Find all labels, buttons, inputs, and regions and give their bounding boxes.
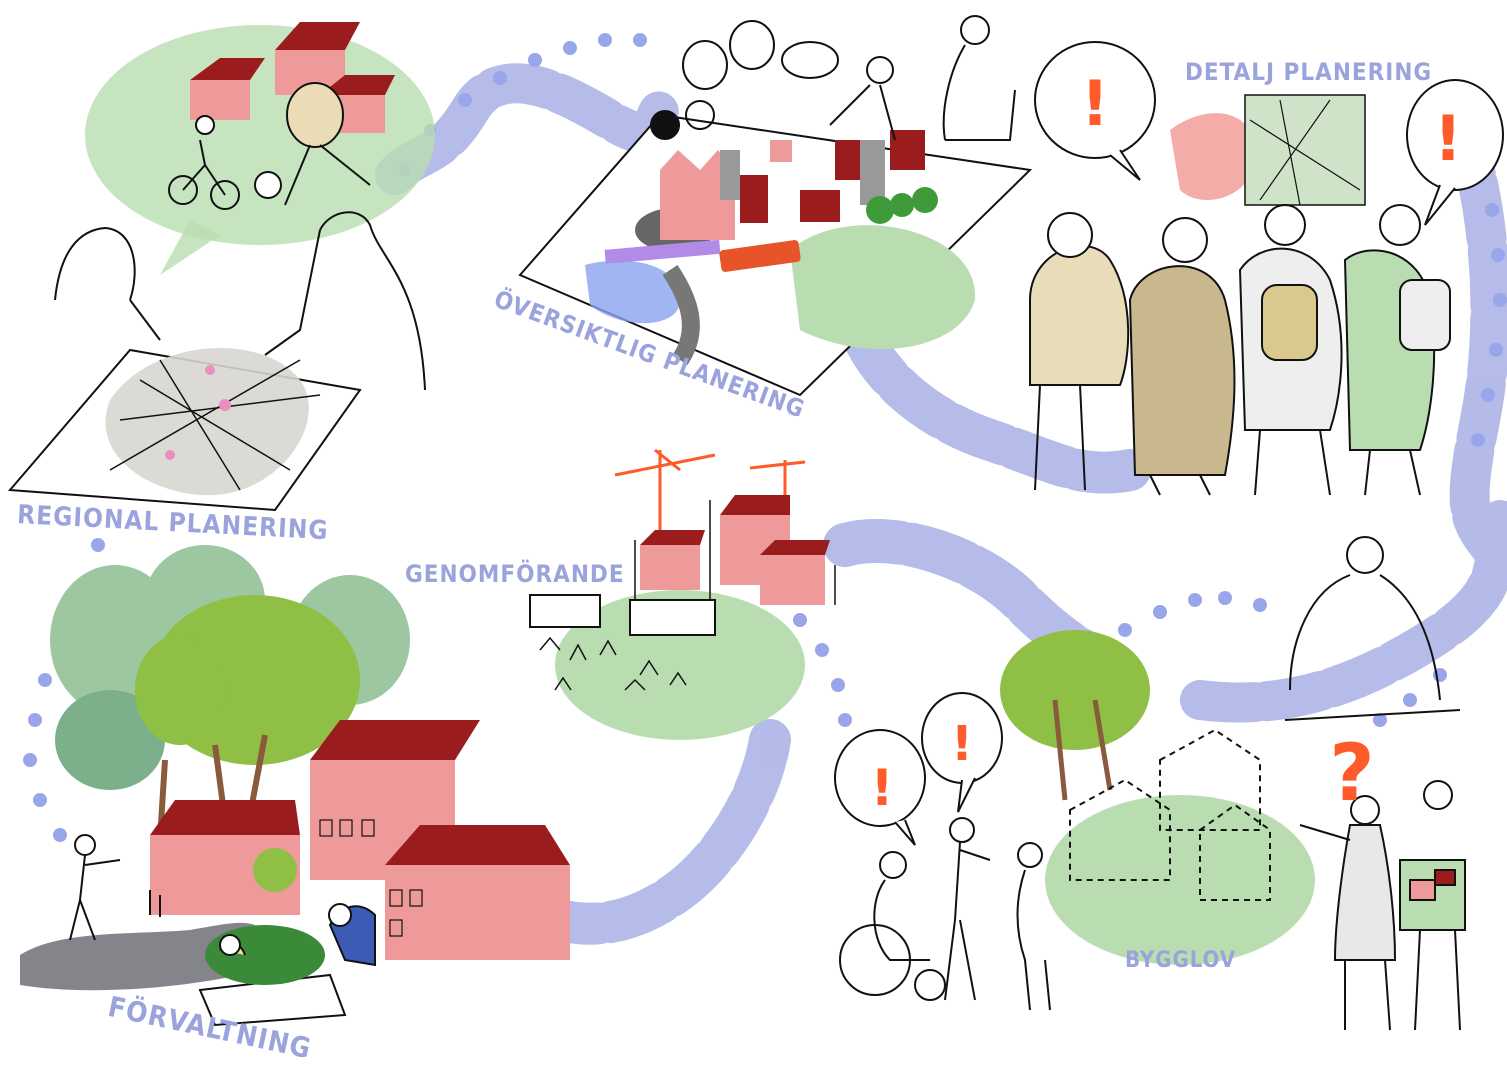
alert-bubble-left <box>834 729 926 846</box>
building-permit-scene <box>834 536 1466 1031</box>
presenters <box>1299 780 1466 1031</box>
planned-houses-outline <box>1069 728 1271 901</box>
label-detail-planning: DETALJ PLANERING <box>1185 58 1433 86</box>
cyclist <box>168 115 240 210</box>
regional-planning-scene <box>7 22 435 512</box>
plan-board <box>1244 94 1366 206</box>
alert-bubble-right <box>921 692 1003 813</box>
workshop-people <box>650 15 1016 141</box>
exclamation-mark: ! <box>1081 67 1109 140</box>
planner-right <box>264 211 426 391</box>
alert-bubble-right <box>1406 79 1504 226</box>
walker-with-dog <box>69 834 161 941</box>
football-player <box>254 82 371 206</box>
label-implementation: GENOMFÖRANDE <box>405 560 625 588</box>
implementation-scene <box>529 448 836 740</box>
management-scene <box>20 545 570 1027</box>
group-of-people <box>1029 204 1451 496</box>
label-building-permit: BYGGLOV <box>1125 948 1237 973</box>
bus-model <box>719 240 801 272</box>
dotted-trail <box>23 33 1507 842</box>
model-trees <box>866 187 938 224</box>
alert-bubble-left <box>1034 41 1156 181</box>
exclamation-mark: ! <box>871 759 894 817</box>
question-mark: ? <box>1329 729 1374 819</box>
building-under-construction <box>634 495 836 605</box>
site-cabins <box>529 594 716 636</box>
site-workers <box>539 636 687 691</box>
residents <box>839 817 1051 1011</box>
gardeners <box>219 903 376 967</box>
exclamation-mark: ! <box>1434 102 1462 175</box>
detail-planning-scene <box>1029 41 1504 496</box>
stone-wall <box>20 922 255 991</box>
trees <box>50 545 410 841</box>
trees <box>1000 630 1150 801</box>
planner-left <box>54 226 161 341</box>
model-buildings <box>660 130 925 240</box>
overview-planning-scene <box>518 15 1033 397</box>
exclamation-mark: ! <box>951 716 973 772</box>
architect <box>1284 536 1461 721</box>
speech-bubbles <box>682 20 839 90</box>
